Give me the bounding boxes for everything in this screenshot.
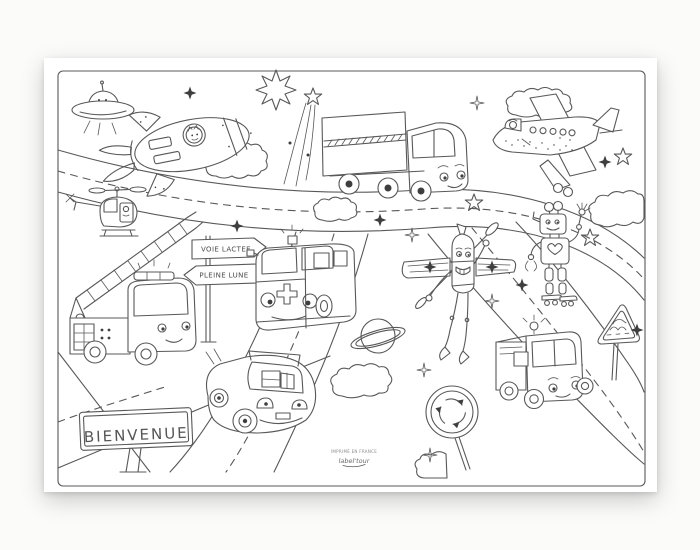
- sign-text-milky-way: VOIE LACTEE: [201, 246, 251, 254]
- sun-illustration: [255, 69, 297, 111]
- fire-truck-illustration: [69, 211, 204, 366]
- brand-tagline: IMPRIMÉ EN FRANCE: [331, 449, 377, 454]
- brand-underline: [342, 464, 366, 468]
- family-car-illustration: [205, 348, 317, 434]
- saturn-illustration: [350, 318, 406, 354]
- ufo-illustration: [71, 80, 135, 136]
- sign-text-welcome: BIENVENUE: [84, 424, 190, 447]
- robot-illustration: [525, 200, 591, 307]
- welcome-sign: BIENVENUE: [78, 407, 194, 473]
- brand-logo: IMPRIMÉ EN FRANCE label'tour: [331, 449, 377, 468]
- roundabout-sign-illustration: [425, 385, 479, 471]
- tow-truck-illustration: [495, 314, 594, 410]
- rocket-illustration: [98, 111, 252, 197]
- shooting-star-illustration: [283, 87, 323, 187]
- flying-rocket-kid-illustration: [401, 222, 517, 365]
- brand-name: label'tour: [339, 457, 371, 465]
- ambulance-van-illustration: [246, 224, 357, 331]
- airplane-illustration: [492, 93, 623, 198]
- cargo-truck-illustration: [321, 111, 469, 202]
- drawing-border: [57, 70, 646, 487]
- sign-text-full-moon: PLEINE LUNE: [199, 272, 248, 280]
- warning-sign-illustration: [597, 304, 640, 381]
- helicopter-illustration: [65, 186, 147, 237]
